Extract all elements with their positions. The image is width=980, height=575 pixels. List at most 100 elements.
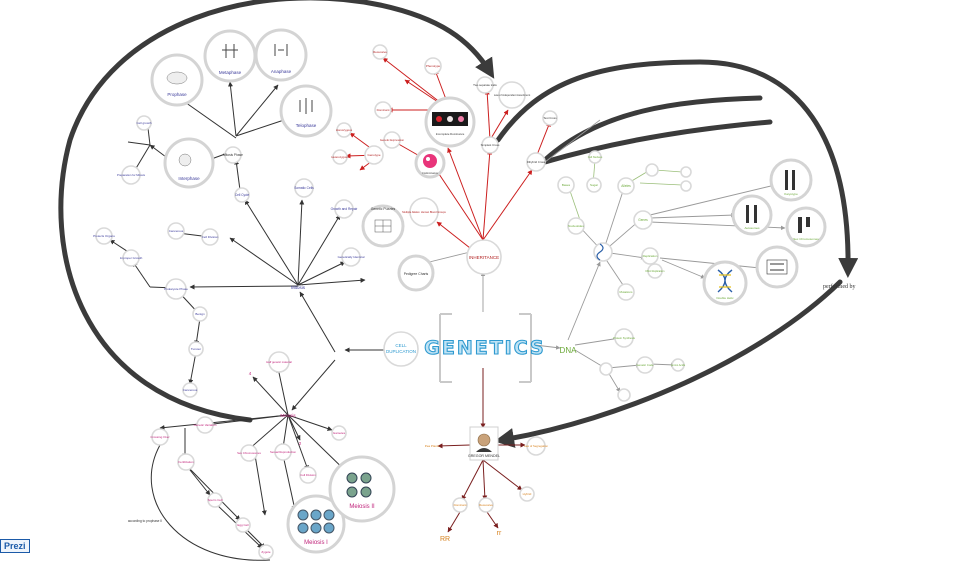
node-gametes[interactable]: Gametes: [332, 426, 346, 440]
sex-chromosomes-label: Sex Chromosomes: [237, 451, 261, 455]
node-genetic-variation[interactable]: Genetic Variation: [194, 417, 217, 433]
node-zygote[interactable]: Zygote: [259, 545, 273, 559]
node-double-helix[interactable]: Double Helix: [704, 262, 746, 304]
meiosis-1-label: Meiosis I: [304, 540, 328, 546]
node-dihybrid-cross[interactable]: Dihybrid Cross: [527, 153, 546, 171]
genetics-title: GENETICS: [424, 337, 545, 359]
node-anaphase[interactable]: Anaphase: [256, 30, 306, 80]
node-dna-sub-1[interactable]: [600, 363, 612, 375]
node-law-independent[interactable]: Law of independent Assortment: [494, 82, 531, 108]
prezi-logo-button[interactable]: Prezi: [0, 539, 30, 553]
node-mitosis-phase[interactable]: Mitosis Phase: [223, 147, 243, 163]
node-bases[interactable]: Bases: [558, 177, 574, 193]
node-benign[interactable]: Benign: [193, 307, 207, 321]
node-mutations[interactable]: Mutations: [618, 284, 634, 300]
node-dna-sub-5[interactable]: [681, 181, 691, 191]
node-meiosis[interactable]: Meiosis: [280, 413, 296, 418]
cell-growth-label: Cell growth: [136, 121, 151, 125]
node-genotype[interactable]: Genotype: [365, 146, 383, 164]
cell-division-label: Cell Division: [202, 235, 219, 239]
node-autosomes[interactable]: Autosomes: [733, 196, 771, 234]
node-two[interactable]: 2: [299, 441, 302, 446]
node-nucleotides[interactable]: Nucleotides: [568, 218, 584, 234]
node-genetic-code[interactable]: Genetic Code: [636, 357, 654, 373]
node-tumour[interactable]: Tumour: [189, 342, 203, 356]
node-preparation-mitosis[interactable]: Preparation for Mitosis: [117, 166, 146, 184]
node-dna-replication[interactable]: DNA Replication: [646, 264, 665, 278]
node-telophase[interactable]: Telophase: [281, 86, 331, 136]
node-half-genetic[interactable]: Half genetic material: [266, 352, 292, 372]
node-cancerous[interactable]: Cancerous: [168, 223, 184, 239]
node-homozygous[interactable]: Homozygous: [336, 123, 353, 137]
node-cell-duplication[interactable]: CELL DUPLICATION: [384, 332, 418, 366]
node-multiple-alleles[interactable]: Multiple Alleles: Human Blood Groups: [402, 198, 446, 226]
node-mendel[interactable]: GREGOR MENDEL: [468, 427, 500, 460]
node-metaphase[interactable]: Metaphase: [205, 31, 255, 81]
node-interphase[interactable]: Interphase: [165, 139, 213, 187]
simplest-cross-label: Simplest Cross: [481, 143, 500, 147]
mitosis-phase-label: Mitosis Phase: [223, 153, 243, 157]
node-karyotype-2[interactable]: [757, 247, 797, 287]
node-cell-division-m[interactable]: Cell Division: [300, 467, 316, 483]
node-sperm-cell[interactable]: Sperm Cell: [208, 493, 223, 507]
node-chromosomes[interactable]: [594, 243, 612, 261]
node-amino-acids[interactable]: Amino Acids: [671, 359, 686, 371]
node-cell-cycle[interactable]: Cell Cycle: [235, 188, 250, 202]
node-alleles[interactable]: Alleles: [618, 178, 634, 194]
node-inheritance[interactable]: INHERITANCE: [467, 240, 501, 274]
node-phenotype[interactable]: Phenotype: [425, 58, 441, 74]
node-growth-repair[interactable]: Growth and Repair: [331, 200, 359, 218]
amino-acids-label: Amino Acids: [671, 363, 686, 367]
node-mitosis[interactable]: Mitosis: [291, 285, 306, 290]
node-cell-nucleus[interactable]: Cell Nucleus: [588, 151, 603, 163]
node-crossing-over[interactable]: Crossing Over: [150, 429, 169, 445]
node-dna[interactable]: DNA: [560, 346, 578, 355]
node-dominant-m[interactable]: Dominant: [453, 498, 467, 512]
node-sexual-reproduction[interactable]: Sexual Reproduction: [270, 444, 296, 460]
node-pea-plants[interactable]: Pea Plants: [425, 444, 440, 448]
node-recessive-m[interactable]: Recessive: [479, 498, 493, 512]
dna-label: DNA: [560, 346, 578, 355]
node-prophase[interactable]: Prophase: [152, 55, 202, 105]
node-genetic-puzzles[interactable]: Genetic Puzzles: [363, 206, 403, 246]
node-sugar[interactable]: Sugar: [587, 178, 601, 192]
growth-repair-label: Growth and Repair: [331, 207, 359, 211]
egg-cell-label: Egg Cell: [237, 523, 249, 527]
node-heterozygous[interactable]: Heterozygous: [331, 150, 349, 164]
node-karyotype-1[interactable]: Karyotype: [771, 160, 811, 200]
dna-replication-label: DNA Replication: [646, 269, 665, 273]
node-somatic-cells[interactable]: Somatic Cells: [294, 179, 314, 197]
node-codominance[interactable]: Codominance: [416, 149, 444, 177]
node-dna-sub-4[interactable]: [681, 167, 691, 177]
node-law-segregation[interactable]: Law of Segregation: [524, 437, 549, 455]
node-test-cross[interactable]: Test Cross: [543, 111, 557, 125]
node-protein-synthesis[interactable]: Protein Synthesis: [613, 329, 635, 347]
node-egg-cell[interactable]: Egg Cell: [236, 518, 250, 532]
inheritance-nodes: Genetic Puzzles Pedigree Charts Multiple…: [331, 45, 557, 290]
center-topic[interactable]: GENETICS: [424, 314, 545, 382]
node-cancerous-2[interactable]: Cancerous: [183, 383, 198, 397]
node-prokaryote-phase[interactable]: Prokaryote Phase: [164, 279, 188, 299]
genetic-variation-label: Genetic Variation: [194, 423, 217, 427]
node-genes[interactable]: Genes: [634, 211, 652, 229]
node-improper-growth[interactable]: Improper Growth: [120, 250, 143, 266]
node-four[interactable]: 4: [249, 371, 252, 376]
node-cell-growth[interactable]: Cell growth: [136, 116, 151, 130]
node-replication[interactable]: Replication: [642, 248, 658, 264]
node-sex-chromosomes[interactable]: Sex Chromosomes: [237, 445, 261, 461]
node-two-separate-traits[interactable]: Two separate traits: [473, 77, 497, 93]
node-dominant[interactable]: Dominant: [375, 102, 391, 118]
node-dna-sub-2[interactable]: [618, 389, 630, 401]
cell-nucleus-label: Cell Nucleus: [588, 155, 603, 159]
node-dna-sub-3[interactable]: [646, 164, 658, 176]
node-meiosis-2[interactable]: Meiosis II: [330, 457, 394, 521]
node-sex-chr[interactable]: Sex Chromosomes: [787, 208, 825, 246]
node-hybrid[interactable]: Hybrid: [520, 487, 534, 501]
node-cell-division[interactable]: Cell Division: [202, 229, 219, 245]
genotype-label: Genotype: [367, 153, 380, 157]
node-fertilization[interactable]: Fertilization: [178, 454, 194, 470]
codominance-label: Codominance: [422, 171, 439, 175]
node-recessive[interactable]: Recessive: [373, 45, 387, 59]
node-pedigree-charts[interactable]: Pedigree Charts: [399, 256, 433, 290]
node-incomplete-dominance[interactable]: Incomplete Dominance: [426, 98, 474, 146]
